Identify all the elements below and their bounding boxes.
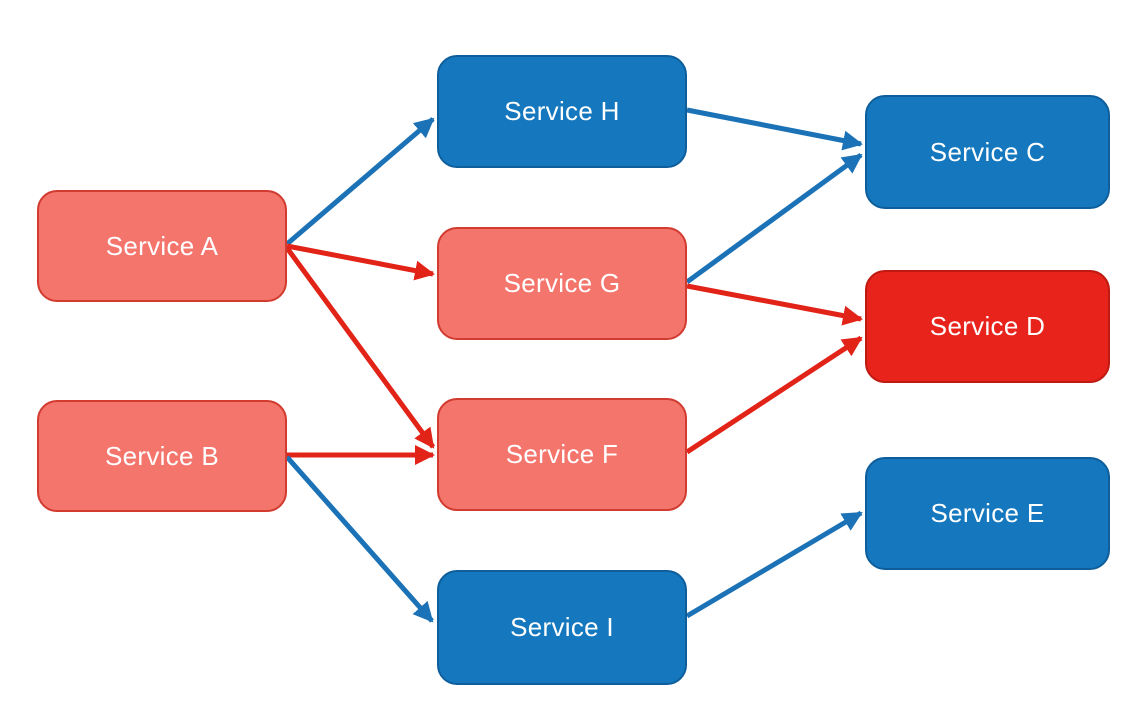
node-label: Service E [930,498,1045,528]
edge-a-to-f [284,246,436,449]
edge-h-to-c [686,107,863,151]
node-label: Service A [105,230,219,261]
node-label: Service I [510,612,614,642]
edge-b-to-i [285,455,434,623]
node-service-a: Service A [37,190,287,302]
node-service-b: Service B [37,400,287,512]
node-label: Service D [929,311,1046,341]
node-service-c: Service C [865,95,1110,209]
node-label: Service H [504,96,620,126]
node-label: Service C [929,136,1046,167]
node-label: Service G [503,268,621,298]
edge-a-to-g [286,243,435,281]
edge-g-to-d [686,283,863,326]
edge-i-to-e [685,510,863,619]
node-label: Service B [105,440,219,471]
node-service-d: Service D [865,270,1110,383]
edge-f-to-d [685,335,863,455]
node-service-h: Service H [437,55,687,168]
node-service-i: Service I [437,570,687,685]
node-label: Service F [505,439,619,469]
edge-a-to-h [285,117,435,246]
edge-g-to-c [685,152,863,285]
node-service-e: Service E [865,457,1110,570]
node-service-g: Service G [437,227,687,340]
node-service-f: Service F [437,398,687,511]
